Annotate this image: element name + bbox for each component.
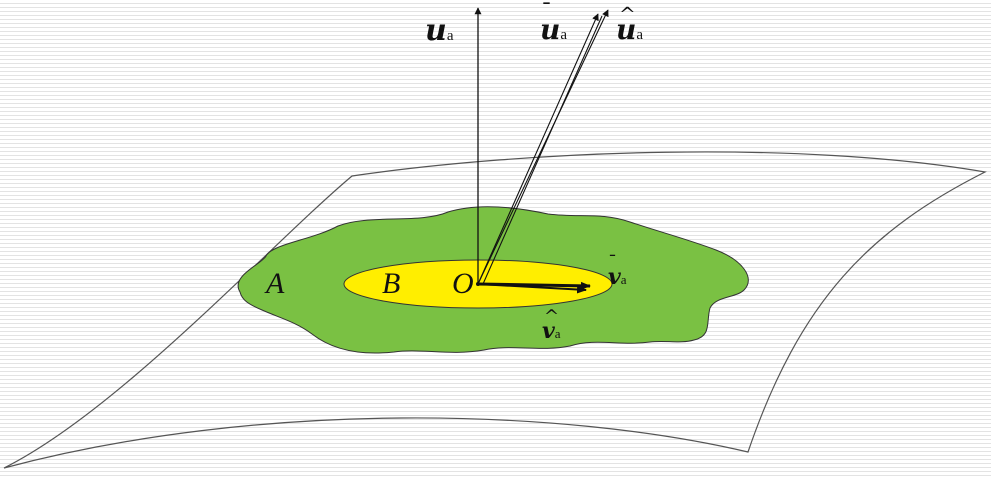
origin-label: O bbox=[452, 267, 474, 300]
u-hat-a-label: ^ ua bbox=[616, 4, 644, 46]
u-hat-a-subscript: a bbox=[636, 27, 644, 43]
u-bar-a-arrow-second-shaft bbox=[482, 15, 603, 285]
v-hat-a-accent: ^ bbox=[544, 306, 560, 327]
u-bar-a-main: u bbox=[540, 13, 561, 46]
v-bar-a-label: ¯ va bbox=[608, 254, 627, 290]
surface-sheet bbox=[3, 151, 987, 469]
region-b-label: B bbox=[382, 267, 401, 300]
u-hat-a-accent: ^ bbox=[619, 2, 636, 26]
u-bar-a-label: ¯ ua bbox=[540, 2, 568, 46]
v-hat-a-main: v bbox=[542, 318, 555, 344]
u-bar-a-subscript: a bbox=[560, 27, 568, 43]
origin-point bbox=[476, 282, 480, 286]
u-a-main: u bbox=[425, 13, 447, 48]
region-a-label: A bbox=[266, 267, 285, 300]
u-hat-a-arrow bbox=[477, 9, 609, 285]
u-a-label: ua bbox=[425, 16, 453, 46]
v-bar-a-accent: ¯ bbox=[608, 252, 617, 273]
v-bar-a-main: v bbox=[608, 264, 621, 290]
u-a-subscript: a bbox=[446, 28, 454, 44]
v-hat-a-arrow bbox=[477, 283, 587, 294]
v-hat-a-subscript: a bbox=[554, 326, 561, 341]
v-bar-a-subscript: a bbox=[620, 272, 627, 287]
u-bar-a-arrow bbox=[477, 13, 599, 285]
u-hat-a-main: u bbox=[616, 13, 637, 46]
u-bar-a-accent: ¯ bbox=[541, 0, 552, 25]
v-hat-a-label: ^ va bbox=[542, 308, 561, 344]
